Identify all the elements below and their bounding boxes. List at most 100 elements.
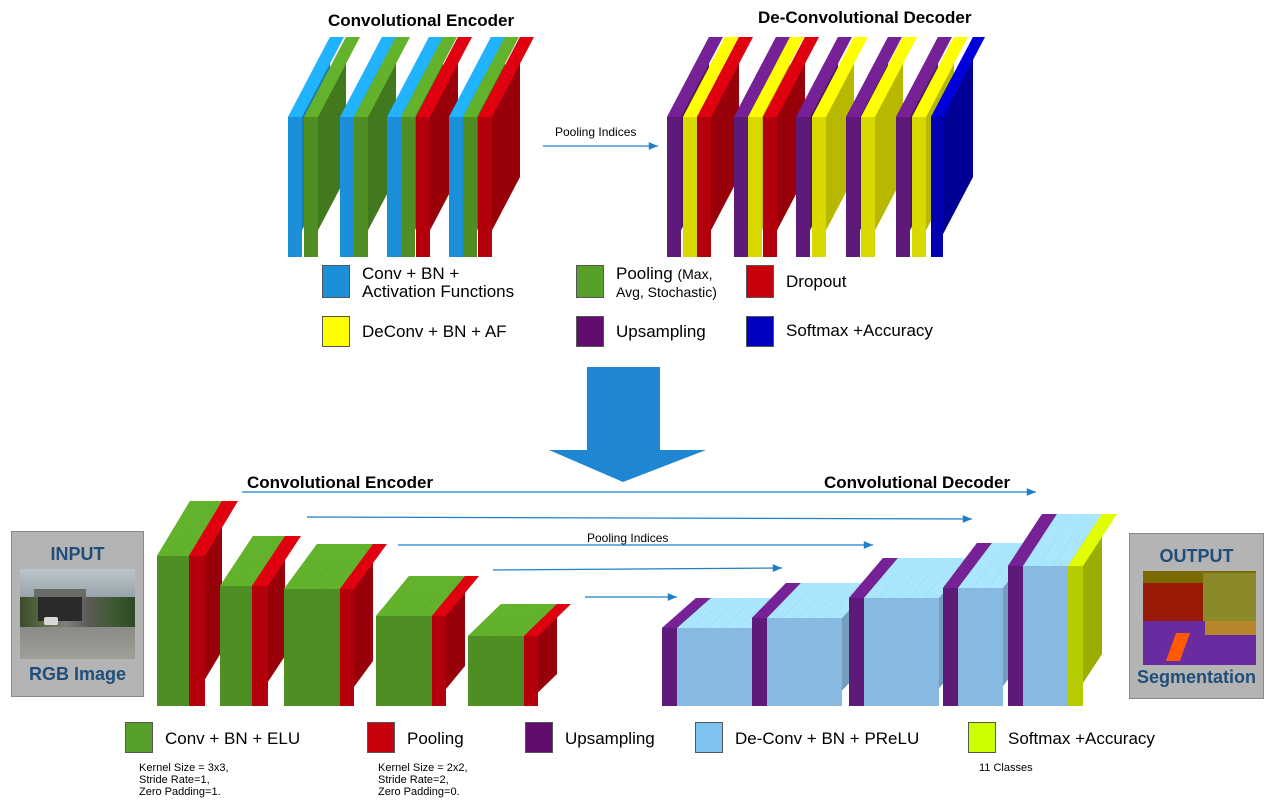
top-decoder-layer xyxy=(896,117,910,257)
skip-arrow-4-head xyxy=(772,564,782,572)
top-encoder-layer-top xyxy=(387,37,443,117)
bottom-encoder-layer-top xyxy=(510,604,557,636)
output-segmentation-image xyxy=(1143,571,1256,665)
top-decoder-layer-top xyxy=(763,37,819,117)
top-decoder-layer xyxy=(734,117,748,257)
down-arrow-icon xyxy=(549,367,706,482)
input-title: INPUT xyxy=(50,544,105,564)
bottom-decoder-layer xyxy=(1008,566,1023,706)
bottom-decoder-layer-top xyxy=(958,543,1007,588)
bottom-decoder-layer xyxy=(988,588,1003,706)
top-encoder-layer xyxy=(449,117,463,257)
bottom-decoder-layer-top xyxy=(707,598,756,628)
bottom-encoder-layer xyxy=(252,586,268,706)
bottom-decoder-layer-top xyxy=(879,558,928,598)
top-decoder-layer-top xyxy=(846,37,902,117)
legend-swatch xyxy=(367,722,395,753)
top-legend-upsampling: Upsampling xyxy=(576,316,706,347)
legend-label: Softmax +Accuracy xyxy=(786,321,933,340)
bottom-decoder-layer xyxy=(1053,566,1068,706)
bottom-encoder-layer xyxy=(312,589,326,706)
legend-swatch xyxy=(746,316,774,347)
bottom-encoder-layer-top xyxy=(468,604,515,636)
bottom-decoder-layer-top xyxy=(909,558,958,598)
bottom-encoder-layer-top xyxy=(418,576,465,616)
skip-arrow-3-head xyxy=(863,541,873,549)
skip-arrow-2-head xyxy=(962,515,972,523)
softmax-classes-note: 11 Classes xyxy=(979,762,1033,774)
bottom-legend-deconv: De-Conv + BN + PReLU xyxy=(695,722,919,753)
bottom-encoder-layer xyxy=(326,589,340,706)
bottom-decoder-layer xyxy=(909,598,924,706)
top-encoder-layer-top xyxy=(340,37,396,117)
legend-label: DeConv + BN + AF xyxy=(362,322,507,341)
bottom-encoder-layer xyxy=(390,616,404,706)
top-decoder-layer-top xyxy=(812,37,868,117)
bottom-decoder-layer-top xyxy=(812,583,861,618)
bottom-decoder-layer xyxy=(943,588,958,706)
bottom-encoder-layer xyxy=(524,636,538,706)
bottom-encoder-layer xyxy=(496,636,510,706)
top-encoder-layer-top xyxy=(478,37,534,117)
top-encoder-title: Convolutional Encoder xyxy=(328,11,515,30)
top-encoder-layer xyxy=(340,117,354,257)
bottom-decoder-layer xyxy=(958,588,973,706)
top-decoder-layer-top xyxy=(748,37,804,117)
top-encoder-layer xyxy=(288,117,302,257)
bottom-encoder-layer xyxy=(482,636,496,706)
bottom-legend-upsampling: Upsampling xyxy=(525,722,655,753)
top-encoder-layer xyxy=(416,117,430,257)
top-decoder-layer-top xyxy=(734,37,790,117)
bottom-encoder-layer-top xyxy=(298,544,345,589)
top-decoder-layer-top xyxy=(861,37,917,117)
bottom-encoder-layer-top xyxy=(404,576,451,616)
legend-label: Pooling xyxy=(407,729,464,748)
bottom-decoder-layer-top xyxy=(722,598,771,628)
bottom-decoder-layer xyxy=(737,628,752,706)
bottom-encoder-layer-top xyxy=(173,501,222,556)
bottom-encoder-layer-top xyxy=(376,576,423,616)
top-decoder-layer xyxy=(697,117,711,257)
top-encoder-layer xyxy=(387,117,401,257)
top-decoder-layer xyxy=(763,117,777,257)
legend-label: Upsampling xyxy=(616,322,706,341)
bottom-decoder-layer-top xyxy=(973,543,1022,588)
bottom-decoder-layer-top xyxy=(894,558,943,598)
legend-label: De-Conv + BN + PReLU xyxy=(735,729,920,748)
bottom-decoder-layer xyxy=(1068,566,1083,706)
legend-label: Softmax +Accuracy xyxy=(1008,729,1155,748)
bottom-decoder-layer xyxy=(1023,566,1038,706)
bottom-encoder-layer-top xyxy=(189,501,238,556)
bottom-encoder-layer-top xyxy=(340,544,387,589)
bottom-decoder-layer-top xyxy=(849,558,898,598)
bottom-decoder-layer-top xyxy=(692,598,741,628)
top-decoder-title: De-Convolutional Decoder xyxy=(758,8,972,27)
bottom-decoder-layer xyxy=(1038,566,1053,706)
bottom-encoder-layer xyxy=(220,586,236,706)
bottom-legend-conv: Conv + BN + ELU xyxy=(125,722,300,753)
top-decoder-layer-top xyxy=(896,37,952,117)
bottom-encoder-layer-top xyxy=(390,576,437,616)
legend-label: Upsampling xyxy=(565,729,655,748)
top-decoder-layer-top xyxy=(912,37,968,117)
top-decoder-layer-top xyxy=(683,37,739,117)
legend-swatch xyxy=(525,722,553,753)
bottom-encoder-layer xyxy=(468,636,482,706)
bottom-decoder-layer xyxy=(707,628,722,706)
bottom-decoder-layer xyxy=(797,618,812,706)
legend-swatch xyxy=(746,265,774,298)
bottom-decoder-layer-top xyxy=(1038,514,1087,566)
legend-swatch xyxy=(576,316,604,347)
legend-sublabel: (Max, xyxy=(677,266,713,282)
output-caption: Segmentation xyxy=(1136,667,1256,687)
bottom-decoder-layer xyxy=(722,628,737,706)
top-decoder-layer-top xyxy=(931,37,985,117)
top-decoder-layer-top xyxy=(796,37,852,117)
bottom-decoder-layer xyxy=(752,618,767,706)
bottom-encoder-layer-top xyxy=(524,604,571,636)
legend-swatch xyxy=(576,265,604,298)
legend-sublabel: Avg, Stochastic) xyxy=(616,284,717,300)
skip-arrow-2 xyxy=(306,516,973,520)
legend-label: Pooling xyxy=(616,264,673,283)
